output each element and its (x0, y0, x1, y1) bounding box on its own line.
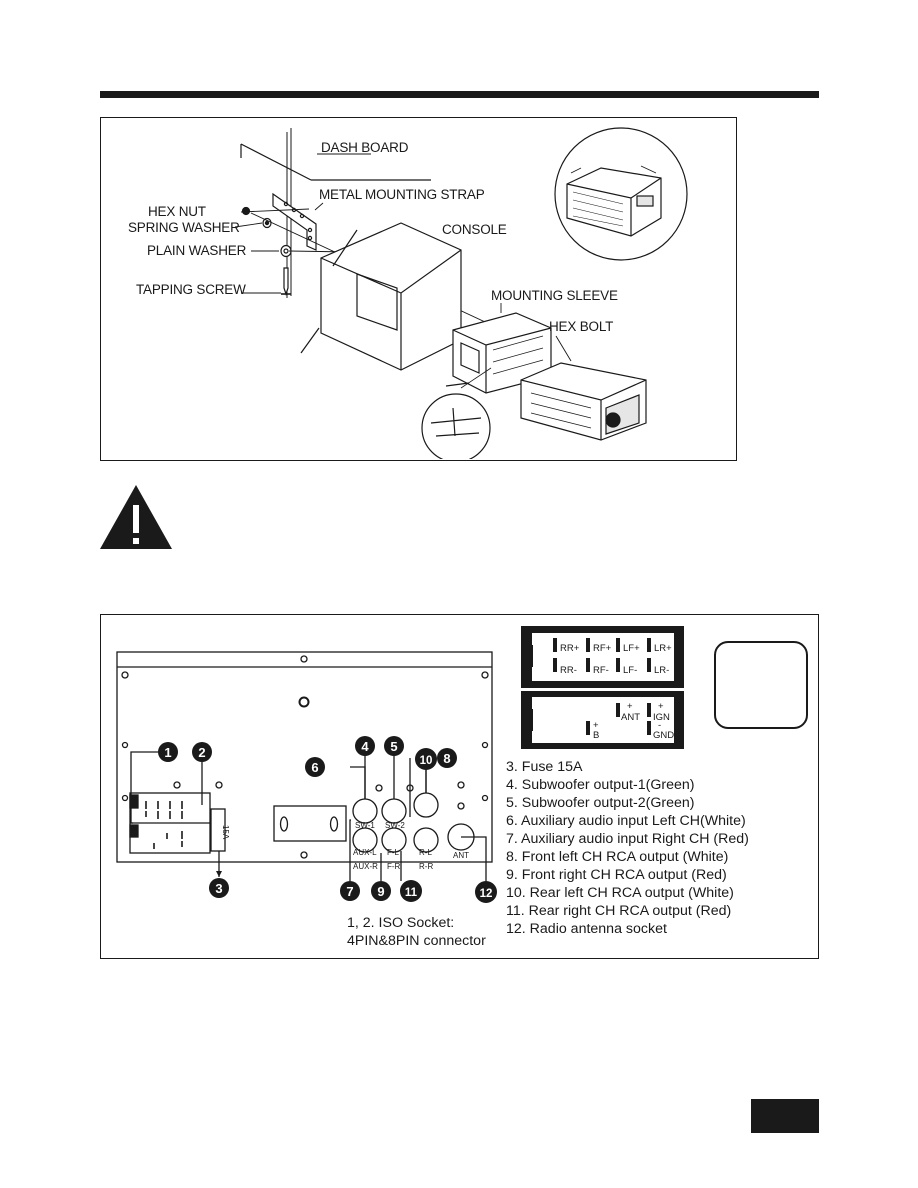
iso-note-line1: 1, 2. ISO Socket: (347, 915, 455, 931)
legend-item-6: 6. Auxiliary audio input Left CH(White) (506, 813, 746, 829)
label-spring-washer: SPRING WASHER (128, 220, 240, 235)
page-number-tab (751, 1099, 819, 1133)
port-legend: 3. Fuse 15A 4. Subwoofer output-1(Green)… (506, 758, 749, 938)
port-label-f-r: F-R (387, 862, 401, 871)
legend-item-4: 4. Subwoofer output-1(Green) (506, 777, 695, 793)
callout-9-text: 9 (377, 884, 384, 899)
callout-12-text: 12 (480, 888, 493, 900)
callout-6-text: 6 (311, 760, 318, 775)
callout-3-text: 3 (215, 881, 222, 896)
callout-7-text: 7 (346, 884, 353, 899)
callout-10-text: 10 (420, 755, 433, 767)
callout-12: 12 (475, 881, 497, 903)
iso-note-line2: 4PIN&8PIN connector (347, 933, 486, 949)
pin-b: B (593, 730, 599, 741)
label-console: CONSOLE (442, 222, 507, 237)
legend-item-9: 9. Front right CH RCA output (Red) (506, 867, 727, 883)
callout-1: 1 (158, 742, 178, 762)
legend-item-3: 3. Fuse 15A (506, 759, 583, 775)
legend-item-8: 8. Front left CH RCA output (White) (506, 849, 729, 865)
callout-3: 3 (209, 878, 229, 898)
pin-ant: ANT (621, 712, 640, 723)
callout-5: 5 (384, 736, 404, 756)
pin-rr-plus: RR+ (560, 643, 580, 654)
installation-illustration (234, 127, 688, 459)
installation-diagram-panel: DASH BOARD METAL MOUNTING STRAP HEX NUT … (100, 117, 737, 461)
iso-socket-note: 1, 2. ISO Socket: 4PIN&8PIN connector (347, 914, 486, 950)
port-label-r-r: R-R (419, 862, 433, 871)
header-rule (100, 91, 819, 98)
pin-lr-minus: LR- (654, 665, 669, 676)
port-label-sw2: SW-2 (385, 821, 405, 830)
pin-gnd-sign: - (658, 720, 661, 731)
legend-item-10: 10. Rear left CH RCA output (White) (506, 885, 734, 901)
port-label-r-l: R-L (419, 848, 432, 857)
label-tapping-screw: TAPPING SCREW (136, 282, 246, 297)
callout-10: 10 (415, 748, 437, 770)
callout-11-text: 11 (405, 887, 418, 899)
pin-rf-plus: RF+ (593, 643, 612, 654)
callout-5-text: 5 (390, 739, 397, 754)
label-plain-washer: PLAIN WASHER (147, 243, 247, 258)
port-label-sw1: SW-1 (355, 821, 375, 830)
legend-item-5: 5. Subwoofer output-2(Green) (506, 795, 695, 811)
callout-6: 6 (305, 757, 325, 777)
iso-connector-pinout: RR+ RF+ LF+ LR+ RR- RF- LF- LR- + ANT + … (521, 626, 684, 749)
pin-rf-minus: RF- (593, 665, 609, 676)
legend-item-12: 12. Radio antenna socket (506, 921, 667, 937)
rear-panel-diagram: SW-1 SW-2 AUX-L AUX-R F-L F-R R-L R-R AN… (100, 614, 819, 959)
pin-gnd: GND (653, 730, 674, 741)
legend-item-11: 11. Rear right CH RCA output (Red) (506, 903, 732, 919)
callout-4-text: 4 (361, 739, 369, 754)
callout-7: 7 (340, 881, 360, 901)
callout-1-text: 1 (164, 745, 171, 760)
label-dash-board: DASH BOARD (321, 140, 409, 155)
fuse-label: 15A (221, 825, 230, 840)
label-mounting-sleeve: MOUNTING SLEEVE (491, 288, 618, 303)
pin-ign-sign: + (658, 701, 664, 712)
pin-lr-plus: LR+ (654, 643, 672, 654)
warning-triangle-icon (100, 485, 172, 549)
callout-4: 4 (355, 736, 375, 756)
callout-8-text: 8 (443, 751, 450, 766)
pin-ign: IGN (653, 712, 670, 723)
rear-panel-illustration: SW-1 SW-2 AUX-L AUX-R F-L F-R R-L R-R AN… (116, 651, 497, 903)
port-label-aux-r: AUX-R (353, 862, 378, 871)
legend-item-7: 7. Auxiliary audio input Right CH (Red) (506, 831, 749, 847)
callout-9: 9 (371, 881, 391, 901)
callout-11: 11 (400, 880, 422, 902)
pin-ant-sign: + (627, 701, 633, 712)
callout-8: 8 (437, 748, 457, 768)
port-label-aux-l: AUX-L (353, 848, 377, 857)
pin-lf-plus: LF+ (623, 643, 640, 654)
blank-rounded-box (714, 641, 808, 729)
callout-2-text: 2 (198, 745, 205, 760)
pin-lf-minus: LF- (623, 665, 637, 676)
pin-b-sign: + (593, 720, 599, 731)
callout-2: 2 (192, 742, 212, 762)
label-metal-mounting-strap: METAL MOUNTING STRAP (319, 187, 485, 202)
pin-rr-minus: RR- (560, 665, 577, 676)
label-hex-nut: HEX NUT (148, 204, 206, 219)
port-label-ant: ANT (453, 851, 469, 860)
label-hex-bolt: HEX BOLT (549, 319, 614, 334)
port-label-f-l: F-L (387, 848, 400, 857)
